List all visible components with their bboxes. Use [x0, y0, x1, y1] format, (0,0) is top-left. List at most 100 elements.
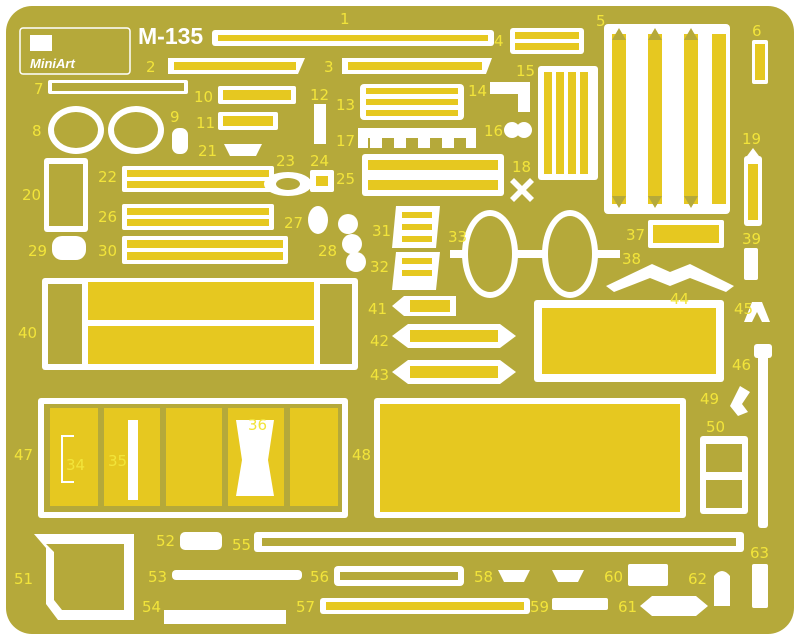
part-number-53: 53: [148, 568, 167, 586]
part-42: [392, 324, 516, 348]
part-33: [450, 210, 620, 298]
part-25: [362, 154, 504, 196]
part-8: [48, 106, 164, 154]
part-28: [338, 214, 366, 272]
part-number-9: 9: [170, 108, 180, 126]
part-17: [358, 128, 476, 148]
part-number-11: 11: [196, 114, 215, 132]
part-51: [34, 534, 134, 620]
part-number-50: 50: [706, 418, 725, 436]
part-39: [744, 248, 758, 280]
part-23: [264, 172, 312, 196]
part-number-29: 29: [28, 242, 47, 260]
part-1: [212, 30, 494, 46]
part-59: [552, 598, 608, 610]
part-48: [374, 398, 686, 518]
part-number-4: 4: [494, 32, 504, 50]
part-4: [510, 28, 584, 54]
part-number-61: 61: [618, 598, 637, 616]
part-55: [254, 532, 744, 552]
part-number-47: 47: [14, 446, 33, 464]
part-number-39: 39: [742, 230, 761, 248]
part-9: [172, 128, 188, 154]
part-number-45: 45: [734, 300, 753, 318]
part-26: [122, 204, 274, 230]
part-number-35: 35: [108, 452, 127, 470]
part-number-12: 12: [310, 86, 329, 104]
part-number-13: 13: [336, 96, 355, 114]
part-49: [730, 386, 750, 416]
part-number-8: 8: [32, 122, 42, 140]
part-number-32: 32: [370, 258, 389, 276]
part-number-25: 25: [336, 170, 355, 188]
part-number-14: 14: [468, 82, 487, 100]
part-number-48: 48: [352, 446, 371, 464]
part-22: [122, 166, 274, 192]
part-number-38: 38: [622, 250, 641, 268]
part-18: [510, 178, 534, 202]
part-60: [628, 564, 668, 586]
part-52: [180, 532, 222, 550]
part-number-43: 43: [370, 366, 389, 384]
part-number-36: 36: [248, 416, 267, 434]
part-40: [42, 278, 358, 370]
part-number-56: 56: [310, 568, 329, 586]
part-32: [392, 252, 440, 290]
part-number-10: 10: [194, 88, 213, 106]
part-63: [752, 564, 768, 608]
part-number-33: 33: [448, 228, 467, 246]
part-62: [714, 571, 730, 606]
part-53: [172, 570, 302, 580]
part-11: [218, 112, 278, 130]
part-number-22: 22: [98, 168, 117, 186]
part-number-5: 5: [596, 12, 606, 30]
part-57: [320, 598, 530, 614]
part-number-31: 31: [372, 222, 391, 240]
part-number-26: 26: [98, 208, 117, 226]
part-31: [392, 206, 440, 248]
part-47: [38, 398, 348, 518]
part-number-15: 15: [516, 62, 535, 80]
part-number-34: 34: [66, 456, 85, 474]
part-number-2: 2: [146, 58, 156, 76]
part-number-49: 49: [700, 390, 719, 408]
part-number-37: 37: [626, 226, 645, 244]
part-13: [360, 84, 464, 120]
part-41: [392, 296, 456, 316]
part-6: [752, 40, 768, 84]
part-number-23: 23: [276, 152, 295, 170]
part-number-19: 19: [742, 130, 761, 148]
part-number-28: 28: [318, 242, 337, 260]
miniart-logo: MiniArt: [19, 27, 131, 75]
part-16: [504, 122, 532, 138]
part-number-30: 30: [98, 242, 117, 260]
part-number-24: 24: [310, 152, 329, 170]
part-12: [314, 104, 326, 144]
part-38: [606, 264, 734, 292]
part-45: [744, 302, 770, 322]
part-number-55: 55: [232, 536, 251, 554]
part-number-1: 1: [340, 10, 350, 28]
part-number-16: 16: [484, 122, 503, 140]
brand-text: MiniArt: [30, 56, 75, 71]
part-21: [224, 144, 262, 156]
part-number-54: 54: [142, 598, 161, 616]
part-number-20: 20: [22, 186, 41, 204]
part-30: [122, 236, 288, 264]
part-20: [44, 158, 88, 232]
part-number-6: 6: [752, 22, 762, 40]
sheet-title: M-135: [138, 23, 203, 49]
part-5: [604, 24, 730, 214]
part-number-42: 42: [370, 332, 389, 350]
part-2: [168, 58, 305, 74]
part-3: [342, 58, 492, 74]
part-7: [48, 80, 188, 94]
part-14: [490, 82, 530, 112]
part-24: [310, 170, 334, 192]
part-58: [498, 570, 584, 582]
part-number-63: 63: [750, 544, 769, 562]
part-50: [700, 436, 748, 514]
part-number-51: 51: [14, 570, 33, 588]
